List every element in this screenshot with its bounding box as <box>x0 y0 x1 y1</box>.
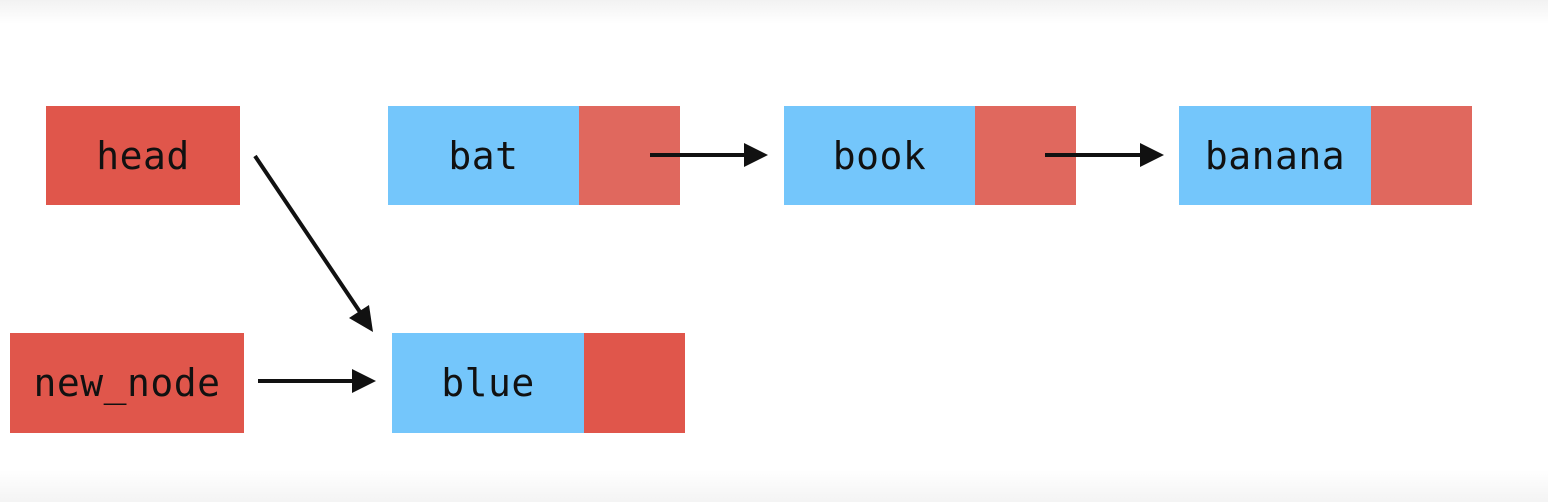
node-bat-label: bat <box>448 133 519 178</box>
new-node-pointer-box: new_node <box>10 333 244 433</box>
node-blue-data: blue <box>392 333 584 433</box>
node-banana-data: banana <box>1179 106 1371 205</box>
node-blue-label: blue <box>441 361 535 405</box>
node-book-next-pointer <box>975 106 1076 205</box>
node-bat-next-pointer <box>579 106 680 205</box>
node-banana-label: banana <box>1204 133 1346 178</box>
node-banana-next-pointer <box>1371 106 1472 205</box>
head-pointer-box: head <box>46 106 240 205</box>
node-blue-next-pointer <box>584 333 685 433</box>
arrow-new-node-to-blue <box>258 369 376 393</box>
new-node-label: new_node <box>33 361 221 405</box>
node-book-label: book <box>832 133 927 178</box>
node-blue: blue <box>392 333 685 433</box>
node-bat-data: bat <box>388 106 579 205</box>
node-book-data: book <box>784 106 975 205</box>
node-bat: bat <box>388 106 680 205</box>
node-banana: banana <box>1179 106 1472 205</box>
arrow-head-to-blue <box>253 154 373 332</box>
node-book: book <box>784 106 1076 205</box>
head-label: head <box>96 133 190 178</box>
